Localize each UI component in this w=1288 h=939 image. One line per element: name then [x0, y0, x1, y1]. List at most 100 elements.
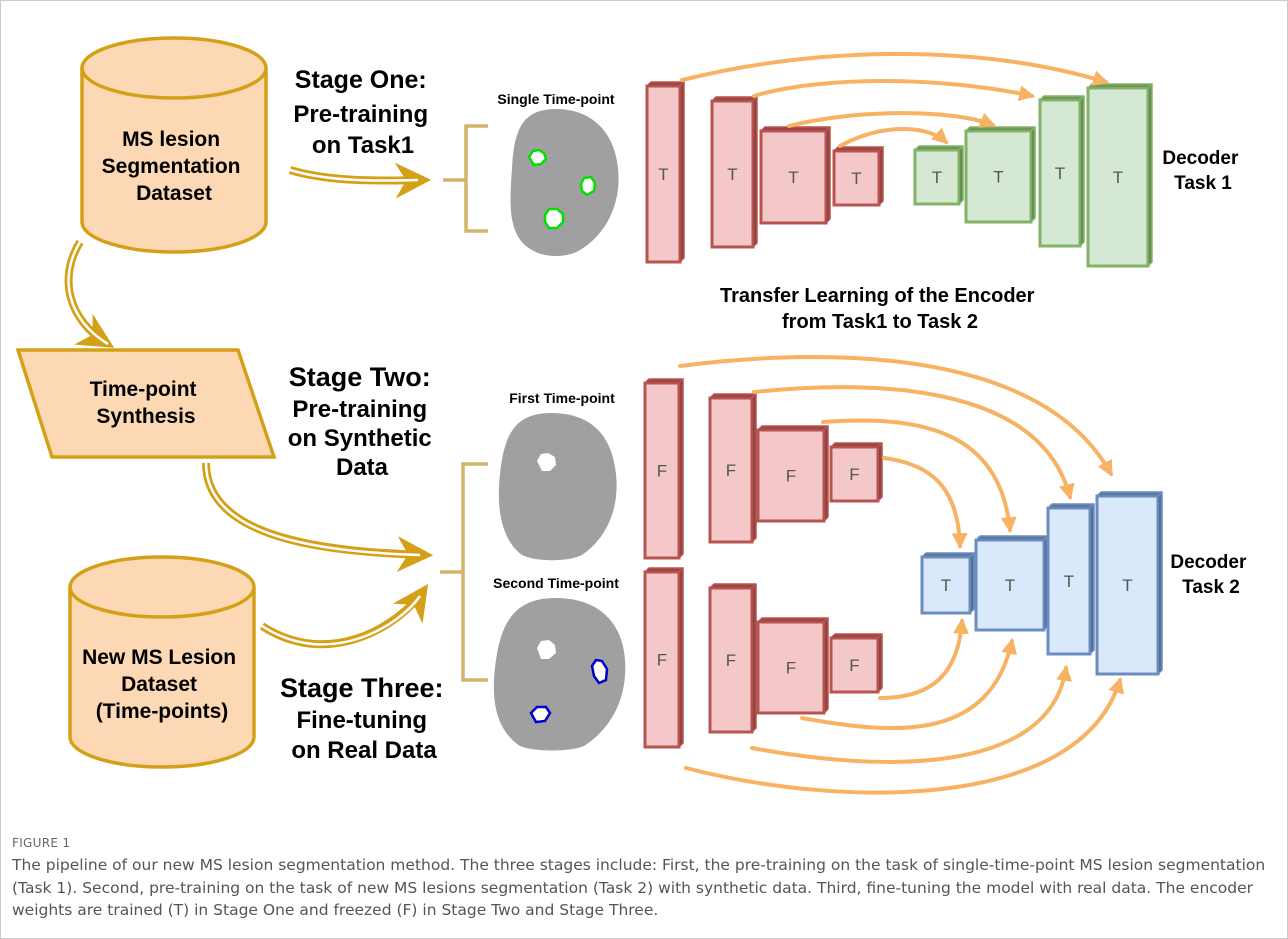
decoder-t2-block-3: T: [1046, 503, 1095, 656]
encoder-t2-bot-block-1-label: F: [657, 651, 667, 670]
stage-two-line-3: on Synthetic: [288, 425, 432, 452]
lesion-blue-2: [529, 705, 552, 724]
decoder-t1-block-2: T: [964, 126, 1036, 224]
encoder-t2-top-block-1-side-face: [678, 378, 684, 559]
lesion-green-3: [543, 207, 565, 230]
stage-two-three-bracket: [440, 462, 488, 682]
decoder-t2-block-3-side-face: [1089, 503, 1095, 655]
encoder-t2-top-block-4-front-face: [829, 445, 880, 503]
decoder-t2-block-4: T: [1095, 491, 1163, 676]
decoder-t2-block-1-side-face: [969, 552, 975, 614]
lesion-green-2: [579, 175, 597, 197]
decoder-t1-block-1-label: T: [932, 168, 942, 187]
brain-image-first: [498, 413, 617, 561]
encoder-t1-block-4-top-face: [833, 146, 884, 152]
decoder-task2-line-1: Decoder: [1170, 552, 1247, 573]
decoder-t1-block-1: T: [913, 145, 964, 206]
encoder-t2-top-block-2-top-face: [709, 393, 757, 399]
lesion-blue-1: [590, 658, 609, 685]
encoder-t2-top-block-2-side-face: [751, 393, 757, 543]
stage-one-title: Stage One:: [295, 66, 427, 94]
decoder-t2-block-1: T: [920, 552, 975, 615]
encoder-t1-block-1-top-face: [646, 81, 685, 87]
decoder-task2-line-2: Task 2: [1182, 577, 1240, 598]
skip-arrow-t2-bot-4: [684, 676, 1124, 795]
encoder-t2-top-block-4: F: [829, 442, 883, 503]
encoder-t2-top-block-4-side-face: [877, 442, 883, 502]
encoder-t2-bot-block-3-top-face: [757, 617, 829, 623]
encoder-t1-block-4-side-face: [878, 146, 884, 206]
encoder-t1-block-1-label: T: [658, 165, 668, 184]
synthesis-line-1: Time-point: [90, 378, 197, 401]
decoder-t1-block-4-label: T: [1113, 168, 1123, 187]
figure-label: FIGURE 1: [12, 836, 71, 850]
decoder-t2-block-1-top-face: [921, 552, 975, 558]
skip-arrow-t2-bot-1: [878, 617, 970, 700]
new-ms-line-2: Dataset: [121, 673, 197, 696]
skip-arrow-t1-1: [680, 52, 1110, 86]
second-time-point-label: Second Time-point: [493, 575, 619, 591]
stage-three-label: Stage Three: Fine-tuning on Real Data: [280, 673, 448, 764]
ms-lesion-dataset-cylinder: MS lesion Segmentation Dataset: [80, 36, 268, 254]
encoder-t2-bot-block-4-top-face: [830, 633, 883, 639]
decoder-t2-block-3-front-face: [1046, 506, 1092, 656]
transfer-learning-label: Transfer Learning of the Encoder from Ta…: [720, 285, 1040, 333]
encoder-t2-top-block-2-label: F: [726, 461, 736, 480]
arrow-new-ms-to-stage-three: [259, 584, 429, 649]
encoder-t1-block-3-label: T: [788, 168, 798, 187]
skip-arrow-t1-4: [838, 126, 949, 148]
encoder-t2-top-block-1-front-face: [643, 381, 681, 560]
stage-two-line-2: Pre-training: [292, 396, 427, 423]
decoder-t2-block-2-label: T: [1005, 576, 1015, 595]
decoder-t1-block-4-side-face: [1147, 83, 1153, 267]
decoder-t2-block-3-top-face: [1047, 503, 1095, 509]
stage-one-label: Stage One: Pre-training on Task1: [293, 66, 432, 159]
encoder-t1-block-2-side-face: [752, 96, 758, 248]
decoder-t2-block-4-front-face: [1095, 494, 1160, 676]
decoder-t1-block-3-label: T: [1055, 164, 1065, 183]
encoder-t2-top-block-3-label: F: [786, 467, 796, 486]
encoder-t2-bot-block-1-side-face: [678, 567, 684, 748]
decoder-task1-line-2: Task 1: [1174, 173, 1232, 194]
stage-one-bracket: [443, 124, 488, 233]
synthesis-label: Time-point Synthesis: [90, 378, 203, 428]
encoder-t1-block-3: T: [759, 126, 831, 225]
decoder-t1-block-2-label: T: [993, 168, 1003, 187]
time-point-synthesis-parallelogram: Time-point Synthesis: [15, 348, 277, 459]
lesion-green-1: [527, 148, 548, 167]
stage-three-line-2: Fine-tuning: [296, 707, 427, 734]
single-time-point-label: Single Time-point: [497, 91, 615, 107]
decoder-task2-label: Decoder Task 2: [1170, 552, 1251, 598]
encoder-t2-bot-block-1: F: [643, 567, 684, 749]
encoder-t2-bot-block-2-side-face: [751, 583, 757, 733]
decoder-t1-block-2-front-face: [964, 129, 1033, 224]
pipeline-diagram: MS lesion Segmentation Dataset Time-poin…: [15, 36, 1251, 795]
transfer-line-1: Transfer Learning of the Encoder: [720, 285, 1035, 307]
brain-image-single: [510, 109, 619, 256]
synthesis-line-2: Synthesis: [96, 405, 195, 428]
encoder-t2-top-block-1-label: F: [657, 462, 667, 481]
skip-arrow-t2-bot-3: [750, 664, 1073, 764]
encoder-t2-top-block-1: F: [643, 378, 684, 560]
encoder-t1-block-4-label: T: [851, 169, 861, 188]
encoder-t1-block-2: T: [710, 96, 758, 249]
decoder-t1-block-3: T: [1038, 95, 1085, 248]
stage-two-title: Stage Two:: [289, 362, 431, 392]
decoder-t1-block-4-top-face: [1087, 83, 1153, 89]
ms-lesion-line-3: Dataset: [136, 182, 212, 205]
stage-one-line-3: on Task1: [312, 132, 414, 159]
new-ms-line-3: (Time-points): [96, 700, 229, 723]
skip-arrow-t1-3: [787, 111, 996, 128]
decoder-t2-block-1-label: T: [941, 576, 951, 595]
skip-arrow-t1-2: [752, 79, 1036, 102]
skip-arrow-t2-bot-2: [800, 637, 1018, 731]
encoder-t2-top-block-4-label: F: [849, 465, 859, 484]
encoder-t2-bot-block-3-front-face: [756, 620, 826, 715]
decoder-t1-block-4-front-face: [1086, 86, 1150, 268]
decoder-t2-block-4-side-face: [1157, 491, 1163, 675]
encoder-t2-top-block-2: F: [708, 393, 757, 544]
decoder-t2-block-4-top-face: [1096, 491, 1163, 497]
ms-lesion-line-1: MS lesion: [122, 128, 220, 151]
decoder-task1-label: Decoder Task 1: [1162, 148, 1243, 194]
